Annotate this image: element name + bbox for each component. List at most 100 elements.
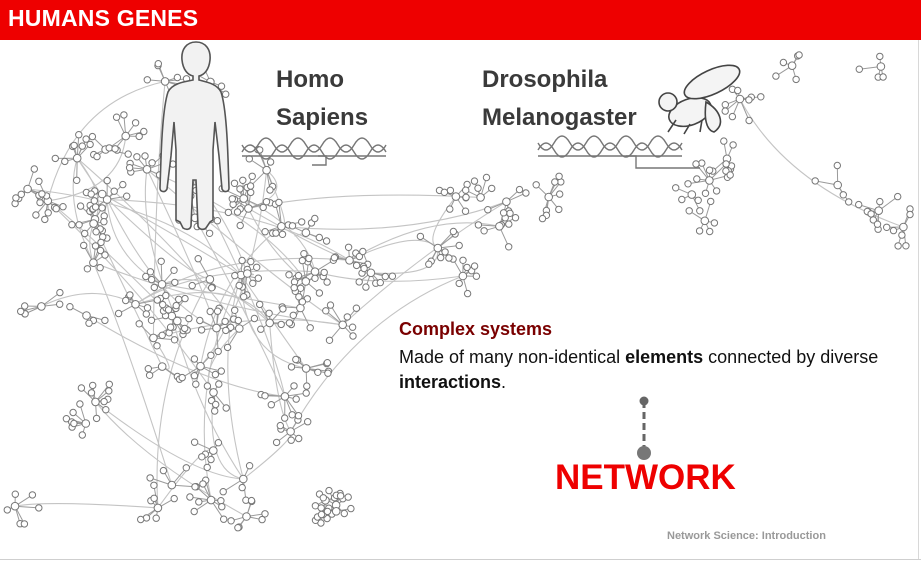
network-node xyxy=(222,404,230,412)
network-node xyxy=(231,306,239,314)
network-node xyxy=(123,192,131,200)
network-node xyxy=(317,510,326,519)
network-node xyxy=(306,324,314,332)
network-node xyxy=(267,401,275,409)
species-label-line: Sapiens xyxy=(276,104,369,131)
network-node xyxy=(874,206,884,215)
network-node xyxy=(203,382,212,390)
network-node xyxy=(258,515,266,524)
network-node xyxy=(238,483,246,492)
network-node xyxy=(687,190,697,199)
network-node xyxy=(66,303,74,311)
network-node xyxy=(325,486,333,495)
network-edge xyxy=(207,328,240,393)
network-node xyxy=(272,229,280,237)
network-node xyxy=(692,160,700,168)
network-node xyxy=(772,72,780,80)
network-edge xyxy=(146,168,307,282)
network-node xyxy=(69,408,77,417)
network-node xyxy=(81,229,89,238)
network-node xyxy=(876,52,884,61)
network-node xyxy=(292,355,300,364)
network-node xyxy=(101,251,109,259)
network-node xyxy=(833,180,843,190)
network-node xyxy=(555,172,563,181)
network-node xyxy=(205,275,215,284)
network-node xyxy=(188,281,196,290)
network-node xyxy=(319,494,327,502)
network-node xyxy=(228,195,237,203)
network-node xyxy=(792,75,800,84)
network-node xyxy=(288,411,296,419)
network-node xyxy=(470,262,479,270)
network-node xyxy=(91,242,100,250)
network-node xyxy=(538,214,547,223)
network-node xyxy=(684,180,692,188)
complex-systems-description: Made of many non-identical elements conn… xyxy=(399,345,899,395)
network-node xyxy=(105,144,113,152)
species-label-fly: Drosophila Melanogaster xyxy=(482,61,637,137)
footer-caption: Network Science: Introduction xyxy=(667,530,826,542)
network-node xyxy=(416,232,425,241)
network-node xyxy=(451,192,461,201)
network-node xyxy=(206,495,216,505)
network-node xyxy=(322,307,330,315)
network-node xyxy=(70,141,78,150)
network-node xyxy=(362,283,370,291)
network-edge xyxy=(269,322,292,432)
network-node xyxy=(437,253,445,262)
network-node xyxy=(441,248,449,256)
network-node xyxy=(366,268,376,278)
network-node xyxy=(158,331,166,339)
network-node xyxy=(190,507,198,516)
network-node xyxy=(482,173,491,182)
network-node xyxy=(102,406,110,414)
network-edge xyxy=(242,431,292,480)
network-node xyxy=(257,325,265,333)
network-node xyxy=(544,192,554,202)
network-node xyxy=(209,388,218,397)
network-node xyxy=(154,60,163,68)
network-node xyxy=(285,319,294,327)
network-node xyxy=(110,187,118,195)
network-edge xyxy=(72,158,94,263)
network-node xyxy=(112,113,121,121)
network-node xyxy=(446,186,455,195)
network-node xyxy=(700,216,710,226)
network-node xyxy=(219,488,227,496)
network-node xyxy=(246,182,255,190)
network-node xyxy=(277,222,286,231)
network-node xyxy=(73,176,81,185)
network-edge xyxy=(135,257,350,305)
description-text: connected by diverse xyxy=(703,347,879,367)
network-node xyxy=(35,504,43,512)
species-label-line: Homo xyxy=(276,66,344,93)
network-node xyxy=(196,361,205,371)
network-node xyxy=(222,90,230,98)
network-node xyxy=(745,96,753,104)
fly-icon xyxy=(658,64,741,135)
network-node xyxy=(236,221,244,230)
network-node xyxy=(51,154,59,163)
network-node xyxy=(326,301,335,309)
network-node xyxy=(259,203,267,212)
network-node xyxy=(75,131,83,139)
network-node xyxy=(191,483,199,491)
network-node xyxy=(336,492,345,500)
network-node xyxy=(515,185,524,194)
network-node xyxy=(170,494,178,503)
network-node xyxy=(343,313,351,321)
network-node xyxy=(876,197,884,206)
network-node xyxy=(261,392,269,400)
network-node xyxy=(190,438,199,446)
network-node xyxy=(70,419,78,428)
network-node xyxy=(811,177,819,185)
network-node xyxy=(167,480,177,490)
network-node xyxy=(315,289,324,297)
network-node xyxy=(323,359,332,367)
network-node xyxy=(100,397,108,406)
network-node xyxy=(355,252,364,261)
network-node xyxy=(159,300,167,309)
network-edge xyxy=(156,279,211,508)
